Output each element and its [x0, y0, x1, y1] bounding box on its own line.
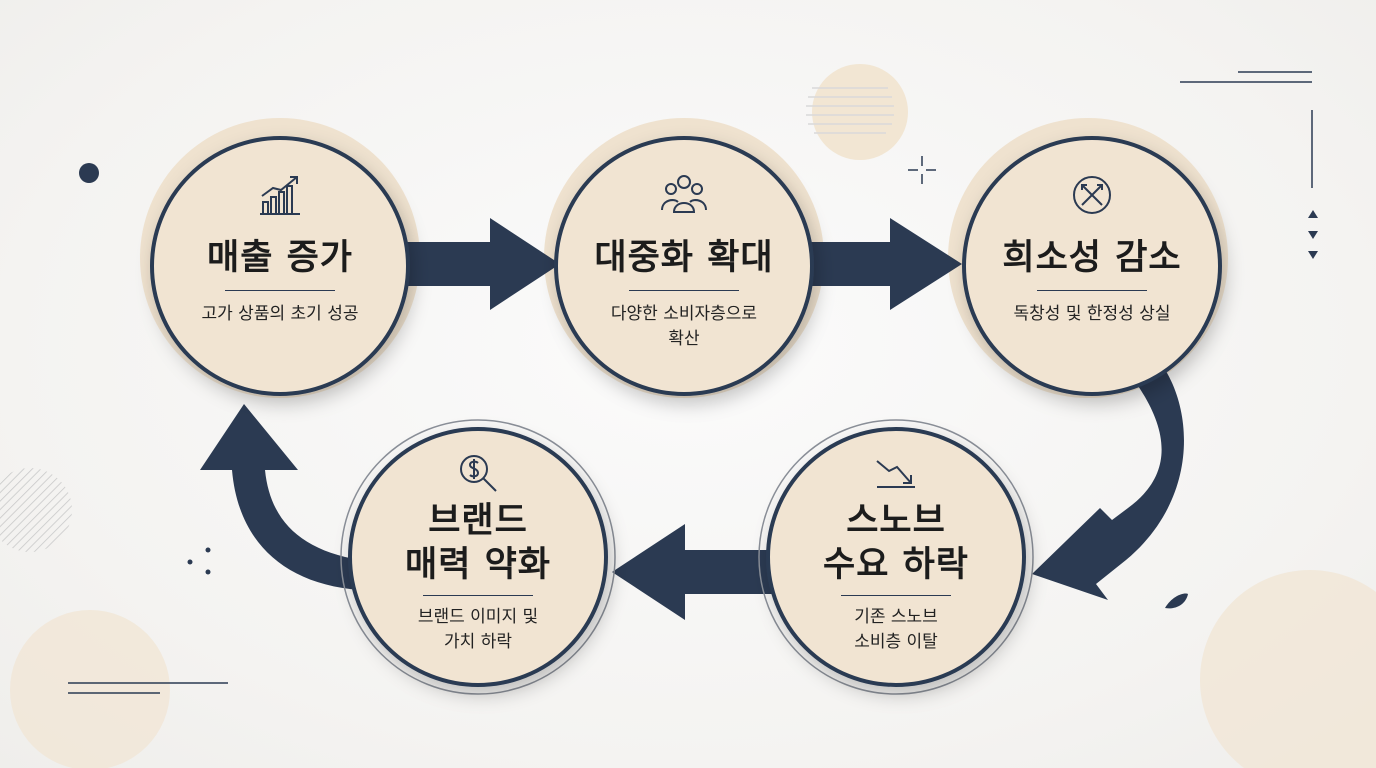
node-divider: [225, 290, 335, 291]
decor-hatched-circle: [0, 468, 72, 552]
arrow-scarcity-to-snob-demand: [1032, 362, 1184, 600]
node-title: 스노브 수요 하락: [823, 501, 969, 585]
node-ring-snob: [758, 419, 1034, 695]
node-divider: [841, 595, 951, 596]
decor-triangles: [1308, 210, 1318, 259]
node-description: 독창성 및 한정성 상실: [1013, 304, 1171, 324]
decor-lines-top: [806, 87, 894, 134]
node-disc-sales: [150, 136, 410, 396]
node-disc-popularization: [554, 136, 814, 396]
crossed-tools-icon: [962, 174, 1222, 216]
decor-dots-small: [187, 547, 211, 575]
decor-leaf: [1165, 593, 1188, 609]
arrow-brand-appeal-to-sales: [200, 404, 360, 590]
node-description: 기존 스노브 소비층 이탈: [854, 607, 938, 652]
node-scarcity-decrease: 희소성 감소 독창성 및 한정성 상실: [962, 136, 1222, 396]
node-title: 브랜드 매력 약화: [405, 501, 551, 585]
node-title: 대중화 확대: [594, 238, 774, 278]
node-disc-scarcity: [962, 136, 1222, 396]
node-title: 희소성 감소: [1002, 238, 1182, 278]
dollar-search-icon: [348, 451, 608, 495]
decor-lines-top-right: [1180, 71, 1313, 188]
people-group-icon: [554, 172, 814, 218]
decor-lines-bottom-left: [68, 682, 228, 694]
node-brand-appeal-weakening: 브랜드 매력 약화 브랜드 이미지 및 가치 하락: [348, 427, 608, 687]
decor-circle-bottom-right: [1200, 570, 1376, 768]
trending-chart-icon: [150, 172, 410, 218]
node-disc-brand: [348, 427, 608, 687]
arrow-snob-demand-to-brand-appeal: [612, 524, 780, 620]
arrow-sales-to-popularization: [405, 218, 560, 310]
node-title: 매출 증가: [207, 238, 353, 278]
node-description: 브랜드 이미지 및 가치 하락: [417, 607, 539, 652]
node-snob-demand-decline: 스노브 수요 하락 기존 스노브 소비층 이탈: [766, 427, 1026, 687]
node-ring-brand: [340, 419, 616, 695]
node-description: 다양한 소비자층으로 확산: [610, 304, 758, 349]
decor-dot: [79, 163, 99, 183]
node-description: 고가 상품의 초기 성공: [201, 304, 359, 324]
node-disc-snob: [766, 427, 1026, 687]
downtrend-arrow-icon: [766, 455, 1026, 491]
arrow-popularization-to-scarcity: [810, 218, 962, 310]
node-popularization: 대중화 확대 다양한 소비자층으로 확산: [554, 136, 814, 396]
decor-circle-bottom-left: [10, 610, 170, 768]
decor-circle-top: [812, 64, 908, 160]
decor-plus: [908, 156, 936, 184]
node-divider: [1037, 290, 1147, 291]
node-sales-increase: 매출 증가 고가 상품의 초기 성공: [150, 136, 410, 396]
node-divider: [629, 290, 739, 291]
node-divider: [423, 595, 533, 596]
